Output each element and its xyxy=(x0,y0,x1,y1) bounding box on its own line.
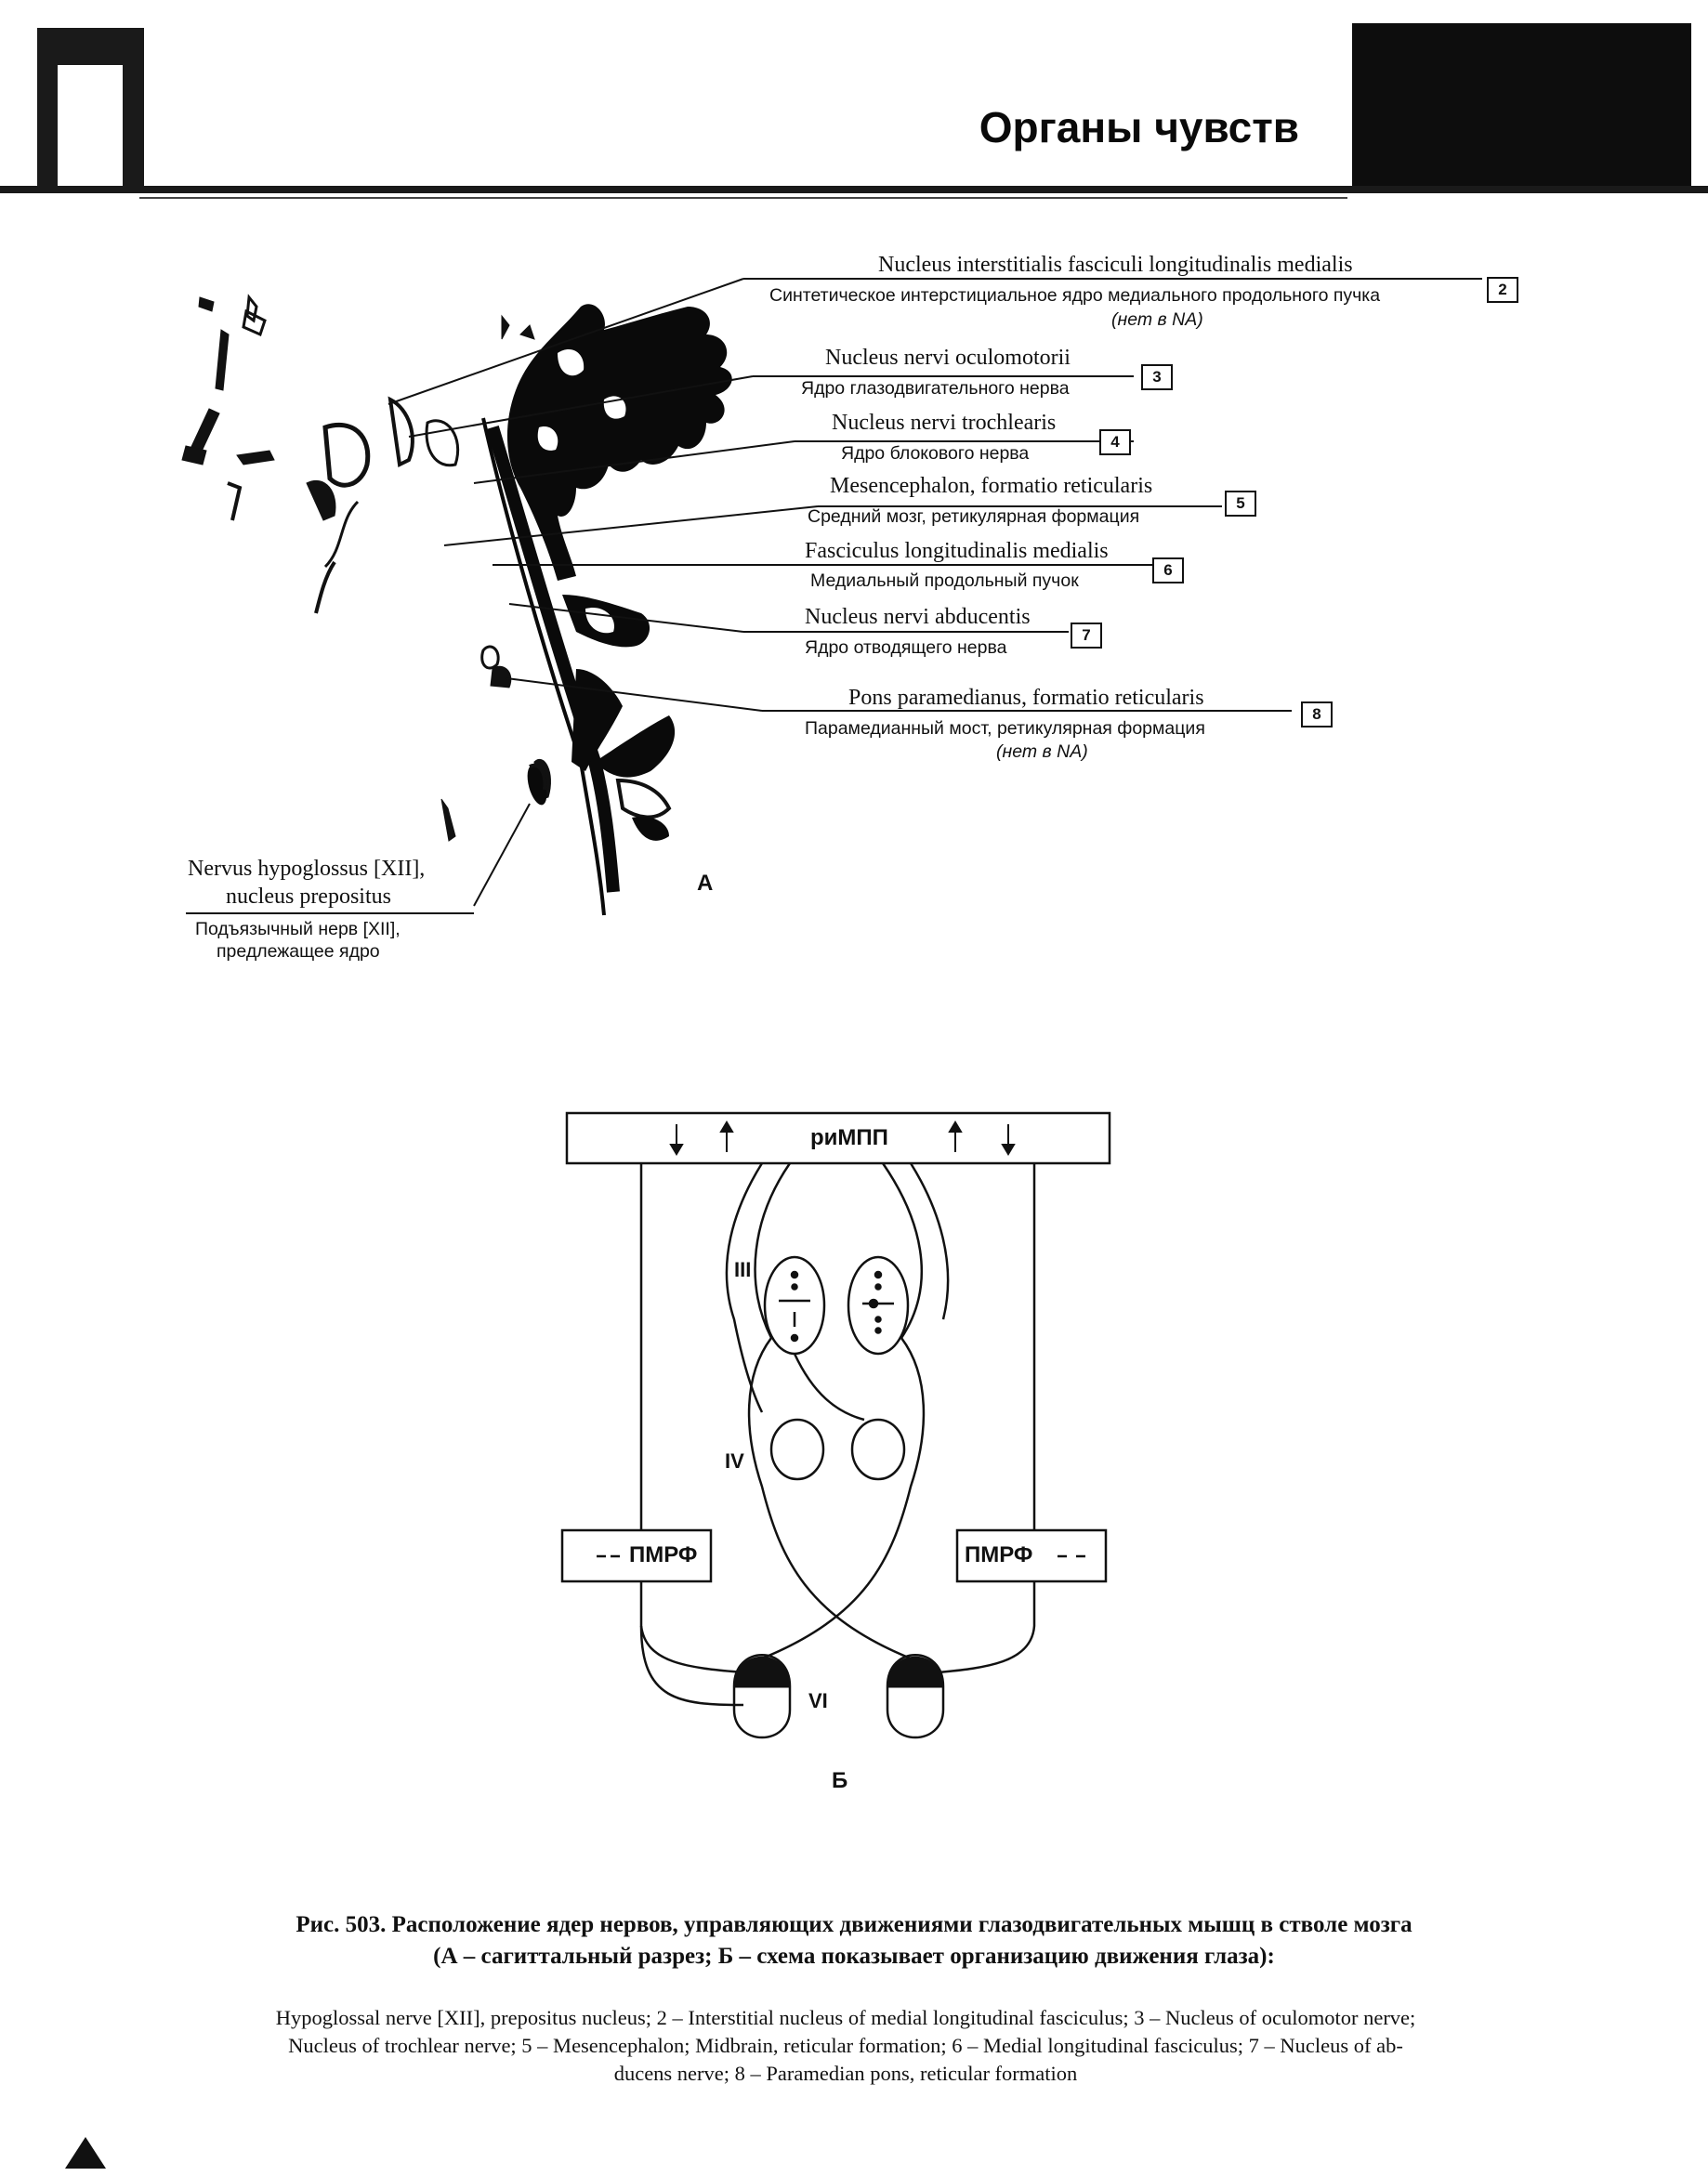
header-rule xyxy=(0,186,1708,193)
label-1-latin-line2: nucleus prepositus xyxy=(226,885,391,909)
legend-line-2: Nucleus of trochlear nerve; 5 – Mesencep… xyxy=(288,2034,1403,2057)
pons-masses xyxy=(562,595,676,841)
nucleus-vi-right xyxy=(886,1654,945,1739)
header-decoration-right xyxy=(1352,23,1691,186)
label-3-russian: Ядро глазодвигательного нерва xyxy=(801,378,1070,399)
right-box-label: ПМРФ xyxy=(965,1542,1033,1567)
label-6-russian: Медиальный продольный пучок xyxy=(810,570,1079,591)
label-number-5: 5 xyxy=(1225,491,1256,517)
figure-b-schema xyxy=(560,1111,1111,1739)
header-rule-thin xyxy=(139,197,1347,199)
label-2-russian: Синтетическое интерстициальное ядро меди… xyxy=(769,285,1381,306)
label-number-4: 4 xyxy=(1099,429,1131,455)
left-box-rect xyxy=(560,1528,713,1583)
label-iii: III xyxy=(734,1258,752,1281)
top-box-label: риМПП xyxy=(810,1125,888,1150)
figure-caption: Рис. 503. Расположение ядер нервов, упра… xyxy=(0,1909,1708,1973)
label-number-2: 2 xyxy=(1487,277,1518,303)
label-5-latin: Mesencephalon, formatio reticularis xyxy=(830,474,1153,498)
label-5-russian: Средний мозг, ретикулярная формация xyxy=(808,506,1140,527)
label-3-latin: Nucleus nervi oculomotorii xyxy=(825,346,1071,370)
label-4-russian: Ядро блокового нерва xyxy=(841,443,1030,464)
caption-line-2: (А – сагиттальный разрез; Б – схема пока… xyxy=(433,1944,1275,1969)
label-1-latin-line1: Nervus hypoglossus [XII], xyxy=(188,857,426,881)
page-corner-mark xyxy=(65,2137,106,2169)
figure-a-drawing xyxy=(181,278,1482,916)
nucleus-vi-left xyxy=(732,1654,792,1739)
legend-line-1: Hypoglossal nerve [XII], prepositus nucl… xyxy=(275,2006,1416,2029)
legend-line-3: ducens nerve; 8 – Paramedian pons, retic… xyxy=(613,2062,1078,2085)
label-number-8: 8 xyxy=(1301,701,1333,728)
label-number-7: 7 xyxy=(1071,623,1102,649)
label-iv: IV xyxy=(725,1449,744,1473)
nucleus-iv-left xyxy=(769,1418,825,1481)
label-8-russian: Парамедианный мост, ретикулярная формаци… xyxy=(805,718,1205,739)
label-number-6: 6 xyxy=(1152,557,1184,583)
nucleus-iii-right xyxy=(847,1255,910,1356)
label-2-latin: Nucleus interstitialis fasciculi longitu… xyxy=(878,253,1353,277)
nucleus-iv-right xyxy=(850,1418,906,1481)
header-decoration-left xyxy=(37,28,144,186)
figure-legend: Hypoglossal nerve [XII], prepositus nucl… xyxy=(158,2004,1533,2088)
label-4-latin: Nucleus nervi trochlearis xyxy=(832,411,1057,435)
label-6-latin: Fasciculus longitudinalis medialis xyxy=(805,539,1109,563)
label-1-russian-line1: Подъязычный нерв [XII], xyxy=(195,919,401,939)
page-section-title: Органы чувств xyxy=(979,103,1299,151)
left-box-label: ПМРФ xyxy=(629,1542,698,1567)
label-8-latin: Pons paramedianus, formatio reticularis xyxy=(848,686,1204,710)
top-box-rect xyxy=(565,1111,1111,1165)
label-8-note: (нет в NA) xyxy=(996,741,1088,762)
label-2-note: (нет в NA) xyxy=(1111,309,1203,330)
nuclear-mass xyxy=(506,304,732,581)
label-7-latin: Nucleus nervi abducentis xyxy=(805,605,1031,629)
label-1-russian-line2: предлежащее ядро xyxy=(217,941,380,962)
leader-lines xyxy=(186,278,1482,914)
caption-line-1: Рис. 503. Расположение ядер нервов, упра… xyxy=(296,1912,1412,1937)
panel-letter-b: Б xyxy=(832,1768,848,1793)
right-box-rect xyxy=(955,1528,1108,1583)
label-number-3: 3 xyxy=(1141,364,1173,390)
panel-letter-a: А xyxy=(697,871,714,896)
label-7-russian: Ядро отводящего нерва xyxy=(805,637,1007,658)
label-vi: VI xyxy=(808,1689,828,1712)
top-box-arrows xyxy=(669,1121,1016,1156)
